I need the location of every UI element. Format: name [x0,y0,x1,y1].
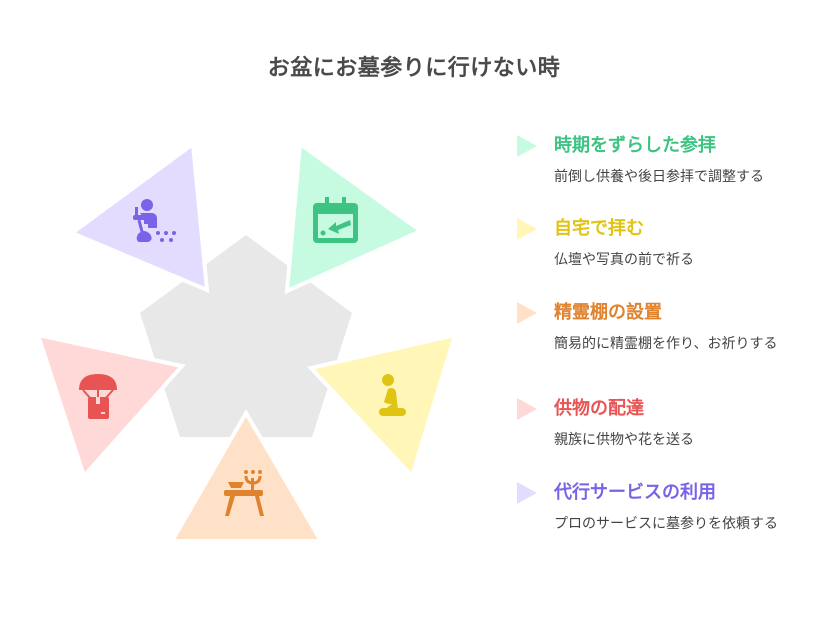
kneeling-person-icon [379,374,406,416]
calendar-arrow-icon [313,197,358,243]
triangle-marker-icon [517,398,537,420]
item-title: 時期をずらした参拝 [554,135,716,156]
item-desc: 仏壇や写真の前で祈る [554,252,694,268]
triangle-home [307,332,458,480]
item-desc: 前倒し供養や後日参拝で調整する [554,169,764,185]
item-desc: 簡易的に精霊棚を作り、お祈りする [554,336,778,352]
triangle-marker-icon [517,302,537,324]
item-title: 供物の配達 [554,398,644,419]
parachute-package-icon [79,374,117,419]
item-title: 精霊棚の設置 [554,302,662,323]
altar-table-icon [224,470,264,516]
cleaning-person-icon [133,199,176,242]
item-desc: 親族に供物や花を送る [554,432,694,448]
triangle-marker-icon [517,218,537,240]
triangle-delivery [35,332,186,480]
item-title: 代行サービスの利用 [554,482,716,503]
item-desc: プロのサービスに墓参りを依頼する [554,516,778,532]
triangle-marker-icon [517,135,537,157]
item-title: 自宅で拝む [554,218,644,239]
triangle-marker-icon [517,482,537,504]
page-title: お盆にお墓参りに行けない時 [267,56,561,81]
